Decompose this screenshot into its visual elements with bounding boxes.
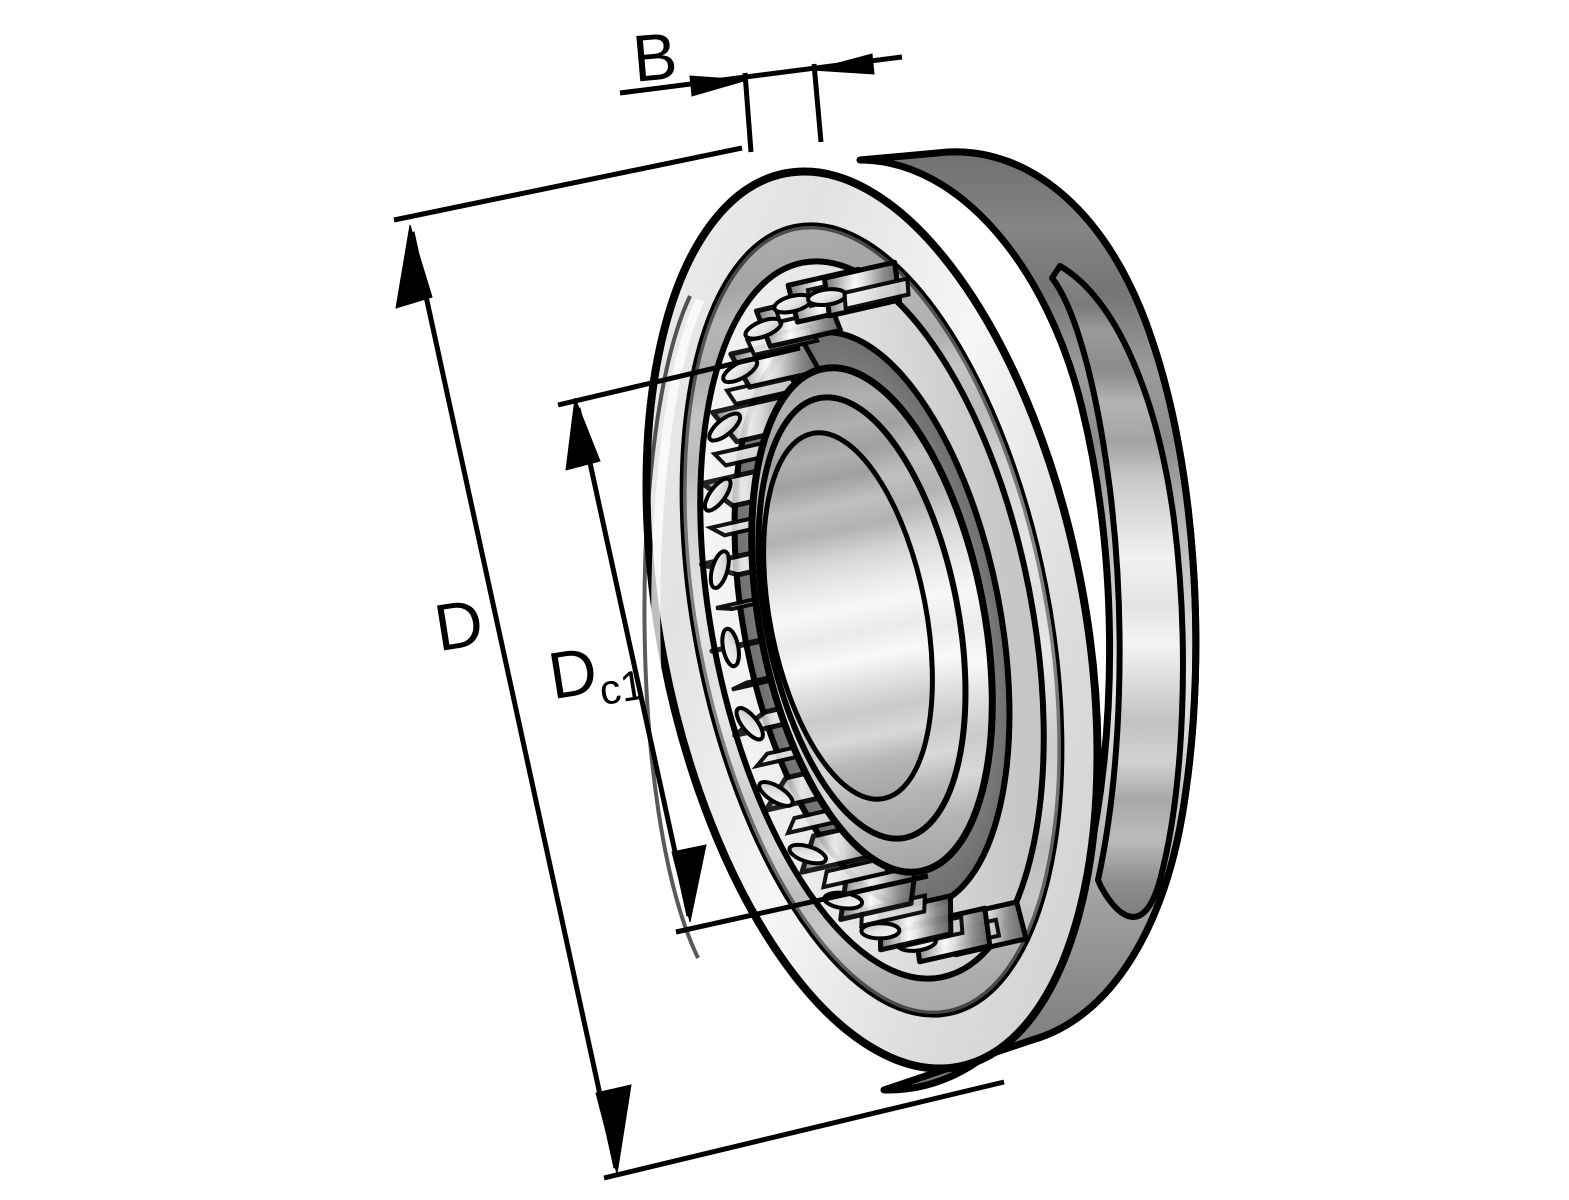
- back-flange-step: [1049, 263, 1186, 920]
- roller-end-face: [708, 549, 731, 591]
- bearing-assembly: [642, 148, 1200, 1094]
- b-arrow-left: [689, 75, 748, 97]
- roller-end-face: [787, 842, 828, 866]
- dc1-subscript: c1: [596, 660, 648, 715]
- dimension-layer: [393, 53, 1005, 1181]
- dimension-D: [393, 145, 1005, 1181]
- dimension-B: [619, 53, 903, 153]
- dc1-extension-line-top: [557, 345, 801, 408]
- dimension-Dc1: [557, 345, 929, 935]
- dc1-dimension-line: [575, 407, 692, 917]
- dimension-label-D: D: [429, 584, 489, 666]
- roller-end-face: [757, 780, 795, 808]
- b-extension-line-right: [811, 63, 824, 143]
- dimension-label-B: B: [629, 18, 680, 96]
- d-arrow-top: [395, 224, 433, 309]
- ring-edge-line: [642, 295, 700, 959]
- d-arrow-bottom: [595, 1084, 632, 1175]
- roller-end-face: [702, 476, 733, 513]
- d-dimension-line: [409, 231, 619, 1169]
- d-extension-line-top: [393, 145, 743, 223]
- bore-inner-ring: [748, 364, 996, 876]
- cage-bar: [842, 276, 911, 312]
- dc1-base: D: [543, 632, 603, 714]
- dc1-arrow-bottom: [671, 844, 707, 923]
- b-arrow-right: [811, 53, 875, 75]
- dimension-label-Dc1: Dc1: [543, 630, 648, 720]
- roller-end-face: [720, 626, 741, 669]
- cage-bar: [820, 854, 893, 890]
- roller-end-face: [734, 706, 765, 742]
- dc1-extension-line-bottom: [675, 873, 929, 935]
- roller-end-face: [707, 411, 743, 443]
- dc1-arrow-top: [565, 397, 601, 471]
- d-extension-line-bottom: [603, 1079, 1005, 1181]
- b-extension-line-left: [742, 72, 754, 153]
